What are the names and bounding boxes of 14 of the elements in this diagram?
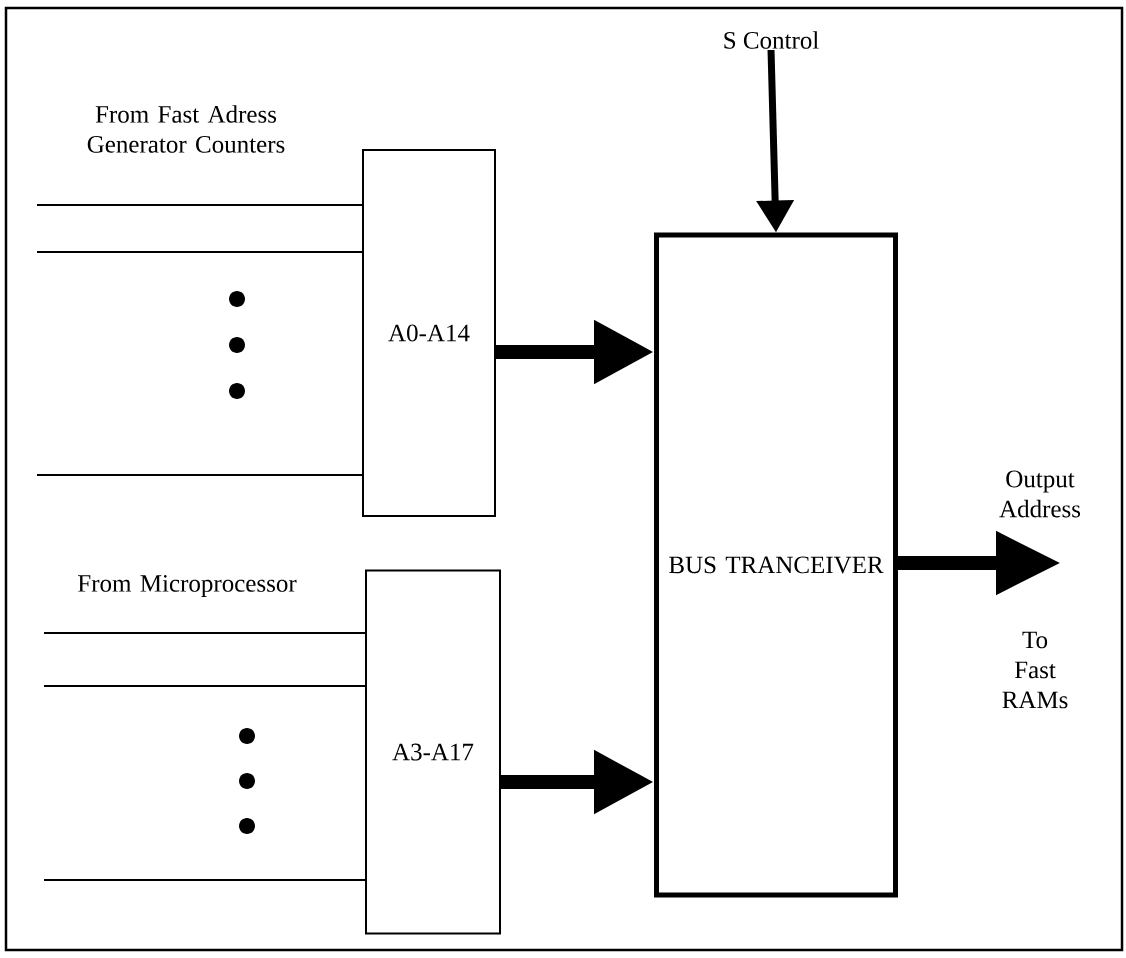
- signal-line: [36, 474, 363, 476]
- label-text: Output Address: [999, 470, 1081, 518]
- label-text: From Fast Adress Generator Counters: [87, 105, 285, 153]
- signal-line: [36, 251, 363, 253]
- signal-label: S Control: [724, 31, 819, 49]
- signal-line: [43, 879, 366, 881]
- label-text: To Fast RAMs: [1002, 631, 1068, 709]
- block-box: BUS TRANCEIVER: [654, 232, 898, 898]
- signal-line: [43, 685, 366, 687]
- block-box: A0-A14: [362, 149, 496, 517]
- signal-line: [36, 204, 363, 206]
- block-box: A3-A17: [365, 569, 501, 935]
- signal-line: [43, 632, 366, 634]
- label-text: From Microprocessor: [78, 575, 297, 597]
